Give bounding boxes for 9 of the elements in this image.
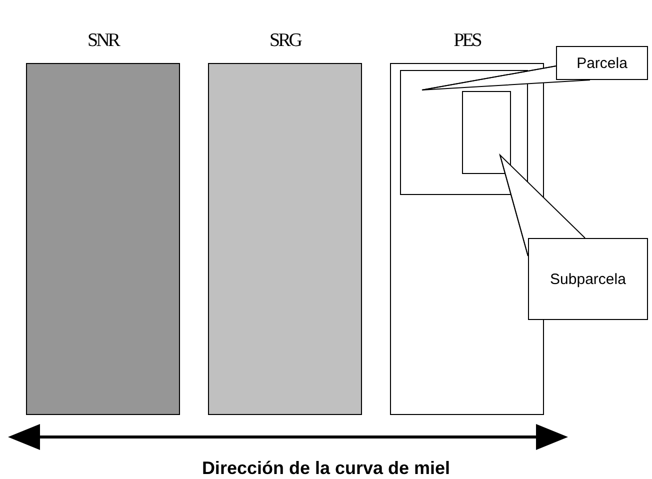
callout-pointer bbox=[422, 66, 590, 90]
treatment-heading: SRG bbox=[268, 30, 302, 52]
callout-box: Subparcela bbox=[528, 238, 648, 320]
callout-pointer bbox=[499, 153, 586, 256]
axis-caption: Dirección de la curva de miel bbox=[200, 458, 452, 479]
plot-box bbox=[462, 91, 511, 174]
treatment-heading: SNR bbox=[86, 30, 120, 52]
callout-box: Parcela bbox=[556, 46, 648, 80]
treatment-heading: PES bbox=[452, 30, 482, 52]
